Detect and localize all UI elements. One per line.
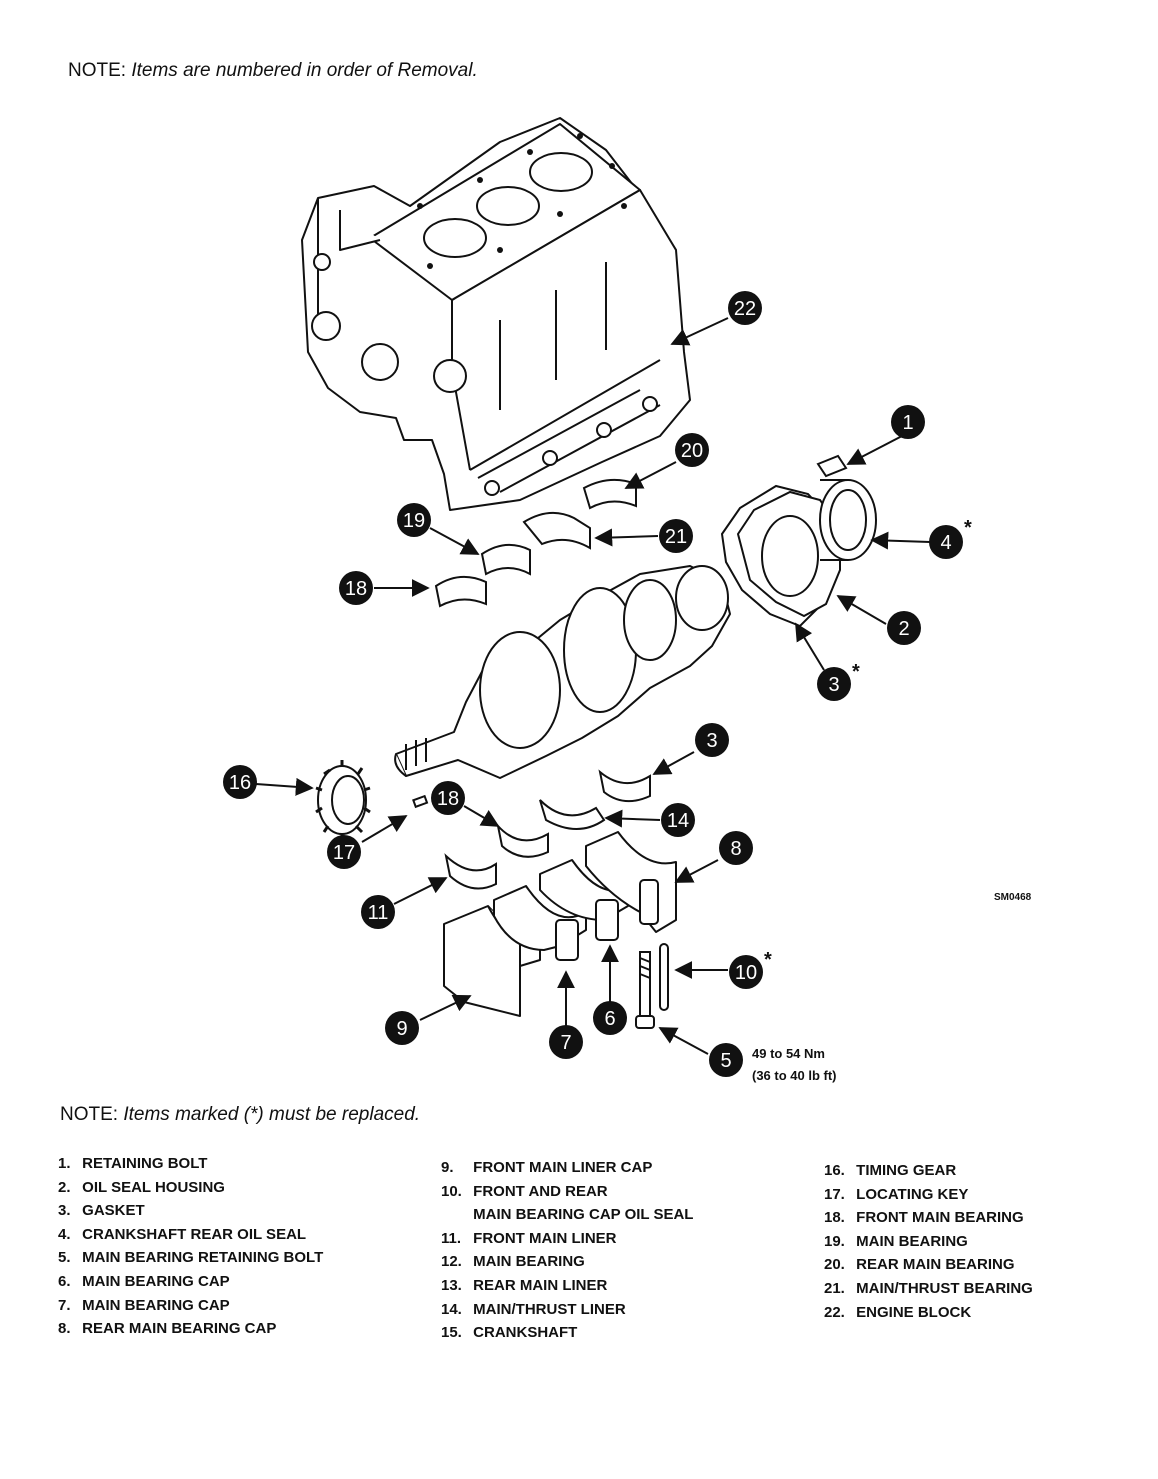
legend-item: 3. GASKET: [58, 1202, 145, 1220]
callout-20: 20: [675, 433, 709, 467]
callout-19: 19: [397, 503, 431, 537]
legend-item: 10. FRONT AND REAR: [441, 1182, 608, 1200]
engine-block: [301, 117, 691, 511]
legend-item: 13. REAR MAIN LINER: [441, 1276, 608, 1294]
callout-10: 10: [729, 955, 763, 989]
svg-text:18: 18: [345, 578, 367, 600]
callout-8: 8: [719, 831, 753, 865]
legend-item: 18. FRONT MAIN BEARING: [824, 1209, 1024, 1227]
callout-22: 22: [728, 291, 762, 325]
legend-item: 20. REAR MAIN BEARING: [824, 1256, 1015, 1274]
callout-4-asterisk: *: [964, 517, 972, 539]
main-bearing-cap-oil-seal: [659, 943, 669, 1011]
callout-3-asterisk: *: [852, 661, 860, 683]
callout-2: 2: [887, 611, 921, 645]
callout-7: 7: [549, 1025, 583, 1059]
legend-item: 1. RETAINING BOLT: [58, 1155, 208, 1172]
svg-text:22: 22: [734, 298, 756, 320]
note-bottom: NOTE: Items marked (*) must be replaced.: [60, 1104, 420, 1126]
svg-text:6: 6: [604, 1008, 615, 1030]
svg-text:4: 4: [940, 532, 951, 554]
svg-text:17: 17: [333, 842, 355, 864]
legend-item: 9. FRONT MAIN LINER CAP: [441, 1159, 653, 1176]
svg-text:10: 10: [735, 962, 757, 984]
legend-item: 14. MAIN/THRUST LINER: [441, 1300, 626, 1318]
svg-text:3: 3: [706, 730, 717, 752]
callout-14: 14: [661, 803, 695, 837]
svg-text:5: 5: [720, 1050, 731, 1072]
callout-21: 21: [659, 519, 693, 553]
callout-3-upper: 3: [817, 667, 851, 701]
svg-text:11: 11: [368, 902, 389, 924]
legend-column-2: 9. FRONT MAIN LINER CAP 10. FRONT AND RE…: [441, 1156, 693, 1345]
svg-text:2: 2: [898, 618, 909, 640]
callout-18-upper: 18: [339, 571, 373, 605]
main-thrust-bearing-upper: [522, 511, 591, 550]
callout-6: 6: [593, 1001, 627, 1035]
main-bearing-upper: [480, 543, 531, 576]
svg-text:20: 20: [681, 440, 703, 462]
svg-text:9: 9: [396, 1018, 407, 1040]
callout-11: 11: [361, 895, 395, 929]
legend-item: MAIN BEARING CAP OIL SEAL: [473, 1206, 694, 1224]
timing-gear: [315, 760, 371, 840]
callout-3-lower: 3: [695, 723, 729, 757]
legend-item: 21. MAIN/THRUST BEARING: [824, 1279, 1033, 1297]
svg-text:3: 3: [828, 674, 839, 696]
legend-item: 12. MAIN BEARING: [441, 1253, 585, 1271]
svg-text:14: 14: [667, 810, 689, 832]
oil-seal-assembly: [720, 454, 877, 628]
svg-text:16: 16: [229, 772, 251, 794]
legend-column-3: 16. TIMING GEAR 17. LOCATING KEY 18. FRO…: [824, 1159, 1033, 1324]
legend-item: 19. MAIN BEARING: [824, 1232, 968, 1250]
callout-9: 9: [385, 1011, 419, 1045]
main-bearing-retaining-bolt: [635, 951, 655, 1029]
svg-text:8: 8: [730, 838, 741, 860]
lower-bearing-shells: [444, 769, 651, 890]
note-bottom-lead: NOTE:: [60, 1104, 119, 1125]
svg-text:18: 18: [437, 788, 459, 810]
callout-4: 4: [929, 525, 963, 559]
note-bottom-text: Items marked (*) must be replaced.: [123, 1104, 421, 1125]
callout-16: 16: [223, 765, 257, 799]
legend-item: 4. CRANKSHAFT REAR OIL SEAL: [58, 1225, 307, 1243]
legend-item: 7. MAIN BEARING CAP: [58, 1296, 230, 1314]
legend-item: 5. MAIN BEARING RETAINING BOLT: [58, 1249, 324, 1267]
svg-text:19: 19: [403, 510, 425, 532]
note-top-lead: NOTE:: [68, 60, 127, 81]
callout-18-lower: 18: [431, 781, 465, 815]
torque-imperial: (36 to 40 lb ft): [752, 1068, 837, 1083]
callout-17: 17: [327, 835, 361, 869]
svg-text:21: 21: [665, 526, 687, 548]
legend-item: 11. FRONT MAIN LINER: [441, 1229, 617, 1247]
svg-text:1: 1: [902, 412, 913, 434]
legend-column-1: 1. RETAINING BOLT 2. OIL SEAL HOUSING 3.…: [58, 1152, 323, 1341]
crankshaft: [394, 565, 731, 779]
callout-10-asterisk: *: [764, 949, 772, 971]
locating-key: [412, 794, 429, 809]
legend-item: 15. CRANKSHAFT: [441, 1324, 578, 1342]
leader-arrows: [255, 317, 931, 1055]
main-bearing-caps: [443, 831, 677, 1017]
note-top-text: Items are numbered in order of Removal.: [131, 60, 478, 81]
note-top: NOTE: Items are numbered in order of Rem…: [68, 60, 478, 82]
legend-item: 22. ENGINE BLOCK: [824, 1303, 972, 1321]
legend-item: 17. LOCATING KEY: [824, 1185, 969, 1203]
torque-metric: 49 to 54 Nm: [752, 1046, 825, 1061]
legend-item: 16. TIMING GEAR: [824, 1162, 957, 1179]
rear-main-bearing-upper: [582, 478, 637, 510]
figure-code: SM0468: [994, 892, 1032, 903]
svg-text:7: 7: [560, 1032, 571, 1054]
callouts: 22 1 20 19 21 4 * 18 2 3 * 3 16 18 14 17…: [223, 291, 972, 1077]
legend-item: 6. MAIN BEARING CAP: [58, 1272, 230, 1290]
legend-item: 2. OIL SEAL HOUSING: [58, 1178, 225, 1196]
legend-item: 8. REAR MAIN BEARING CAP: [58, 1320, 277, 1338]
retaining-bolt: [816, 454, 848, 478]
callout-1: 1: [891, 405, 925, 439]
callout-5: 5: [709, 1043, 743, 1077]
upper-bearing-shells: [434, 478, 637, 608]
front-main-bearing-upper: [434, 575, 487, 608]
